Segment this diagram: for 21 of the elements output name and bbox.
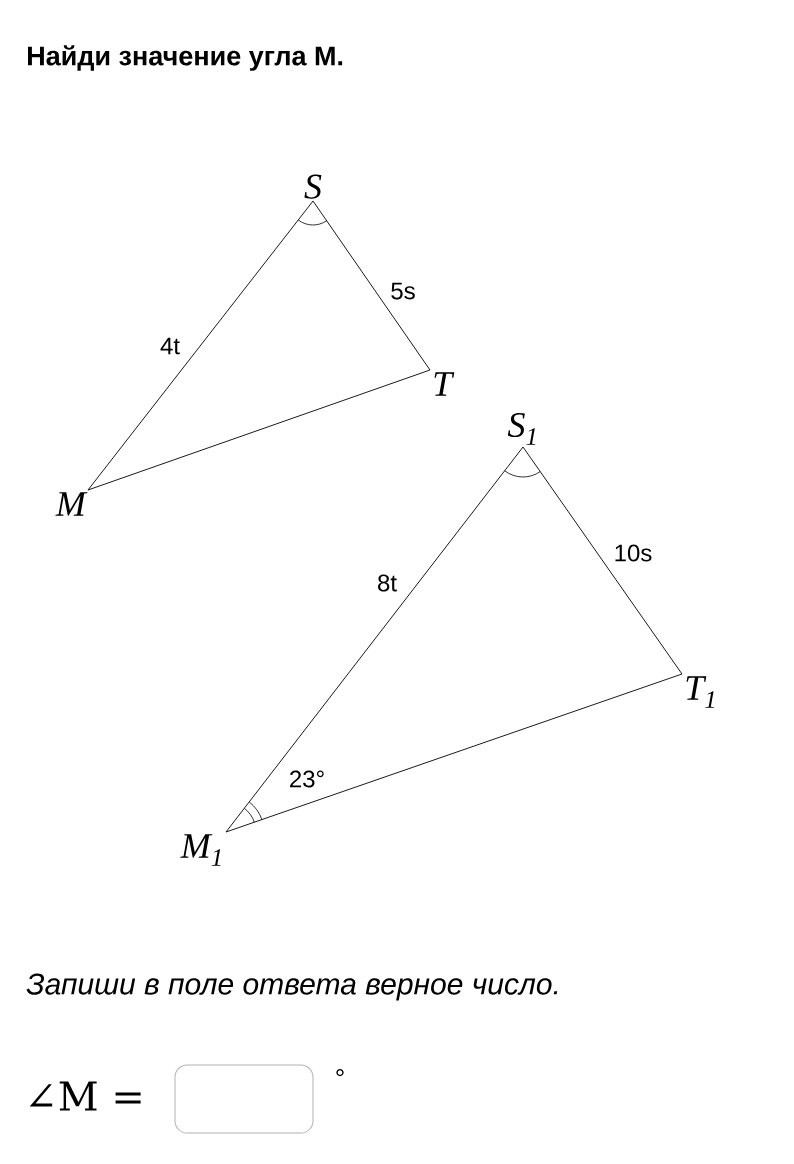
- vertex-label: T: [434, 372, 455, 396]
- vertex-label: M$_{1}$: [180, 834, 221, 866]
- edge-label: 4t: [160, 337, 180, 355]
- vertex-label: S: [304, 174, 322, 199]
- edge-label: 5s: [391, 282, 415, 300]
- edge-label: 8t: [378, 574, 397, 592]
- angle-label: 23°: [290, 770, 324, 788]
- triangle-side: [522, 446, 683, 675]
- triangle-side: [312, 200, 431, 371]
- triangle-side: [225, 673, 683, 833]
- triangle-side: [225, 446, 524, 833]
- title: Найди значение угла M.: [28, 45, 343, 71]
- angle-expression: ∠M =: [29, 1081, 141, 1111]
- instruction: Запиши в поле ответа верное число.: [26, 973, 558, 1001]
- edge-label: 10s: [615, 544, 652, 562]
- degree-sign: °: [336, 1068, 344, 1077]
- vertex-label: S$_{1}$: [507, 412, 536, 445]
- vertex-label: T$_{1}$: [686, 676, 715, 708]
- vertex-label: M: [55, 492, 88, 516]
- triangle-side: [87, 369, 431, 491]
- triangle-side: [87, 200, 314, 491]
